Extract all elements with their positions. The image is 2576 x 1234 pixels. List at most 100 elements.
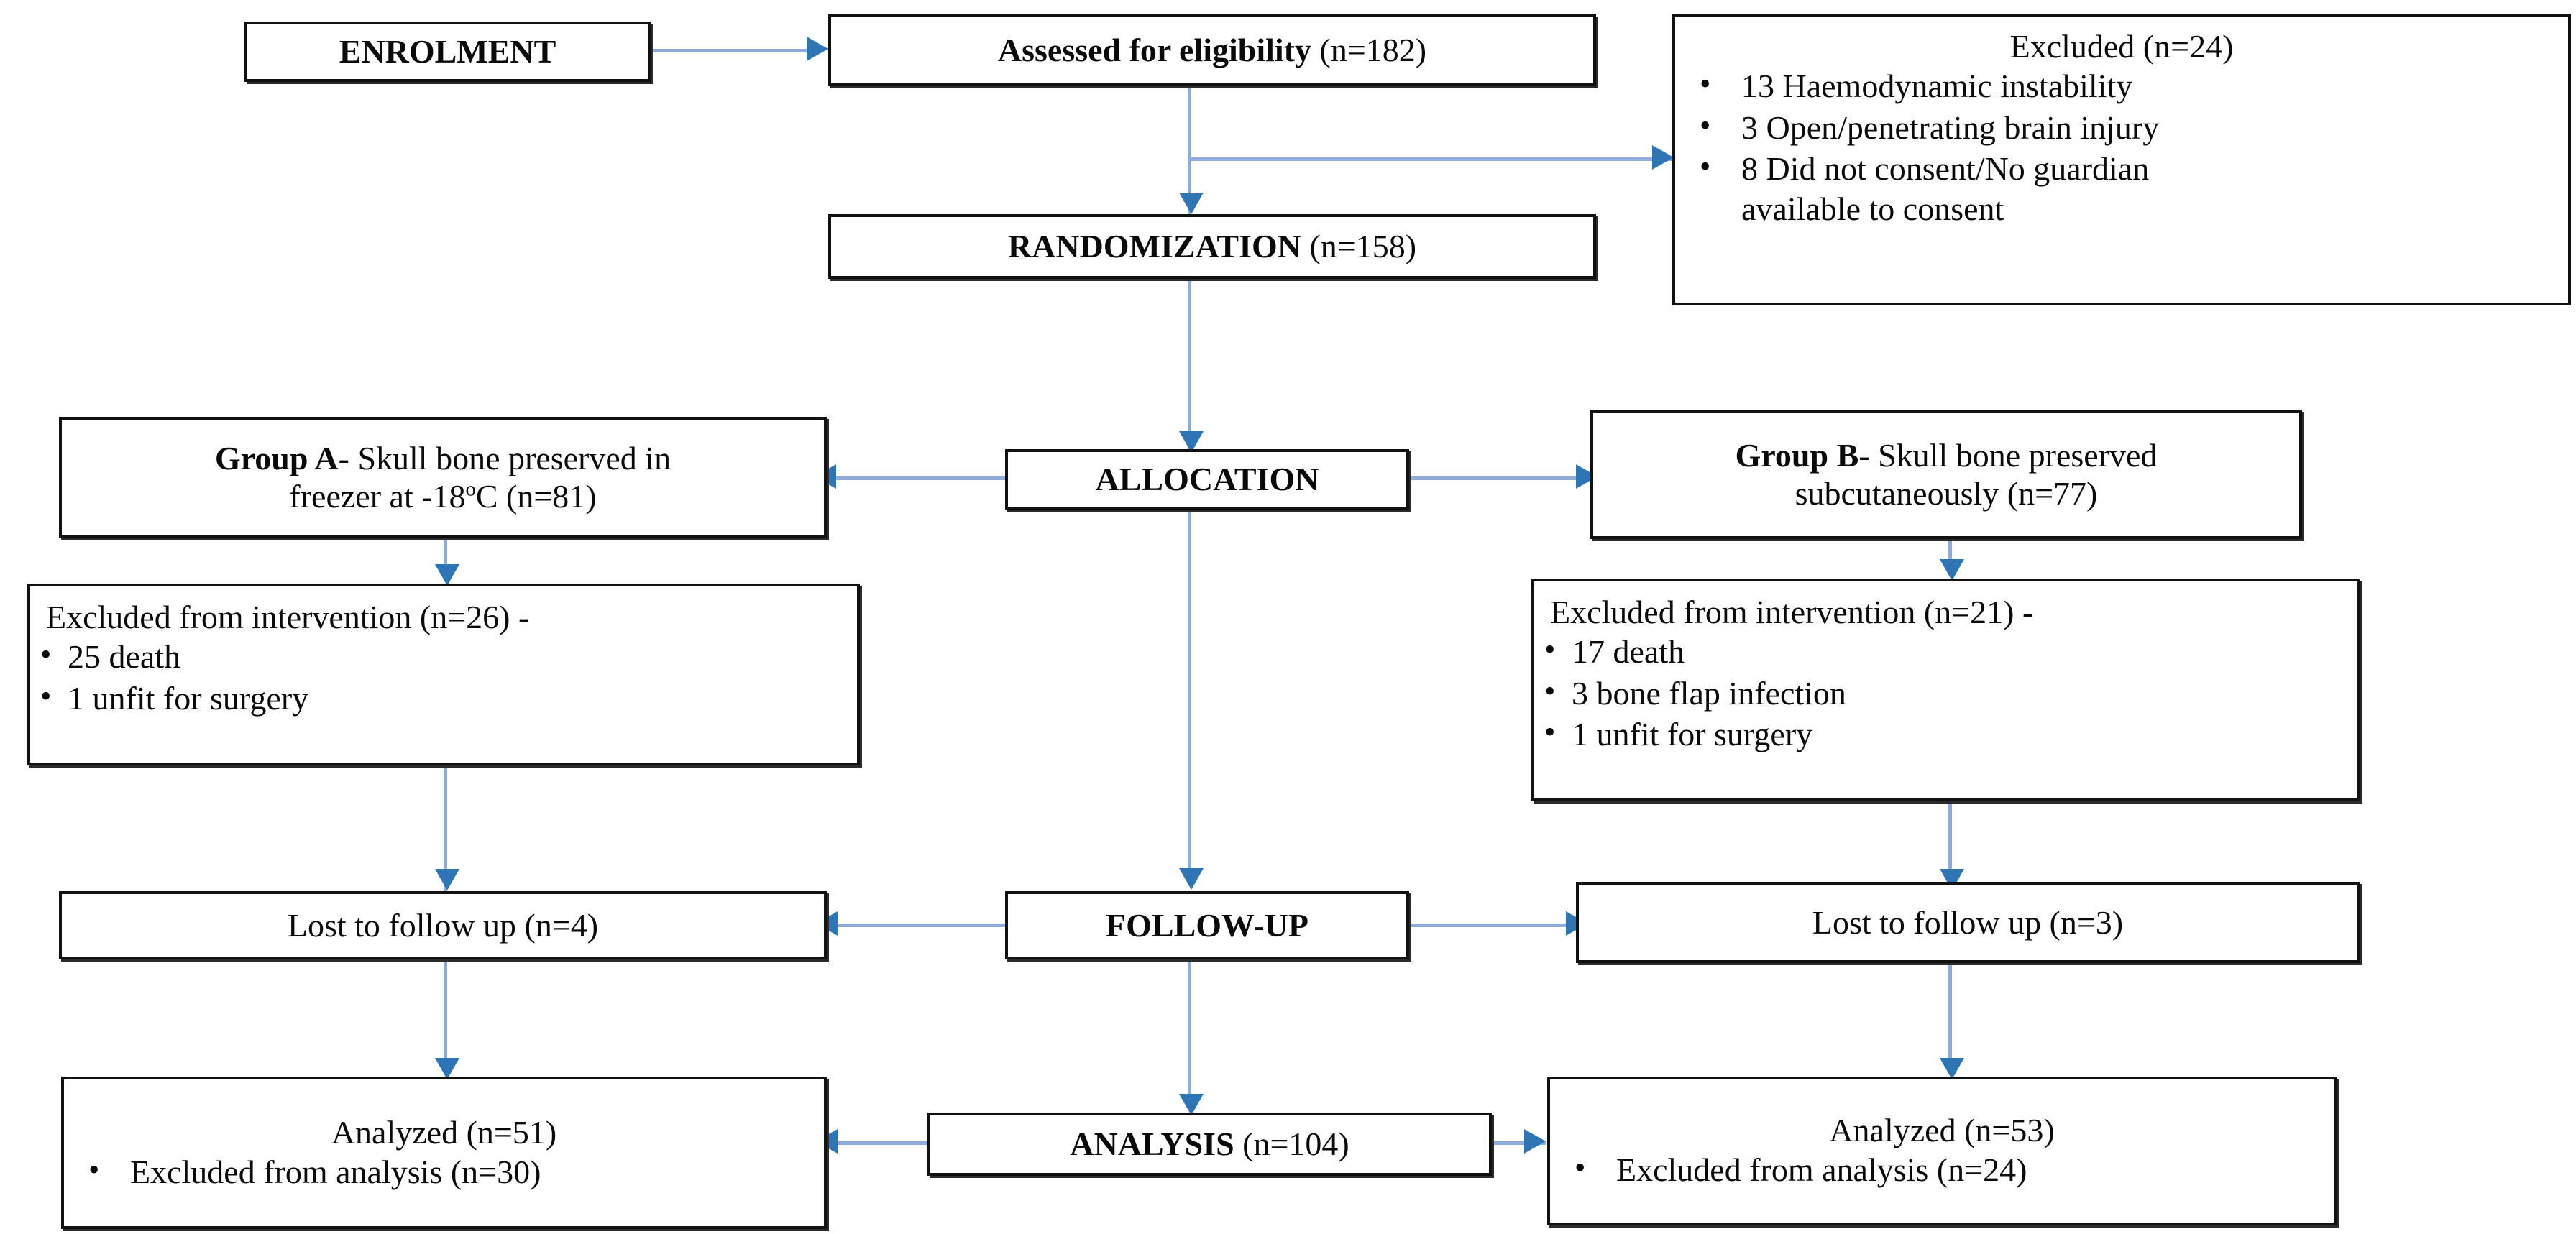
analysis-label: ANALYSIS bbox=[1070, 1125, 1234, 1163]
excluded-reason-2-continuation: available to consent bbox=[1741, 190, 2004, 227]
connector-assessed-to-excluded bbox=[1188, 157, 1684, 161]
analyzed-a-item-0: Excluded from analysis (n=30) bbox=[130, 1153, 541, 1190]
connector-excluded-b-to-lost-b bbox=[1948, 801, 1952, 891]
assessed-count: (n=182) bbox=[1311, 32, 1427, 69]
list-item: 3 Open/penetrating brain injury bbox=[1675, 106, 2568, 149]
group-a-line1: Group A- Skull bone preserved in bbox=[62, 439, 824, 477]
randomization-count: (n=158) bbox=[1301, 228, 1417, 265]
connector-allocation-to-group-b bbox=[1408, 476, 1589, 480]
arrowhead-lost-a-to-analyzed-a bbox=[435, 1058, 459, 1079]
arrowhead-assessed-to-excluded bbox=[1652, 145, 1674, 170]
excluded-reason-2: 8 Did not consent/No guardian bbox=[1741, 150, 2150, 188]
excluded-reason-list: 13 Haemodynamic instability 3 Open/penet… bbox=[1675, 64, 2568, 190]
arrowhead-excluded-a-to-lost-a bbox=[435, 869, 459, 890]
connector-group-a-to-excluded-a bbox=[444, 538, 447, 581]
connector-followup-to-lost-b bbox=[1408, 924, 1577, 927]
excluded-reason-1: 3 Open/penetrating brain injury bbox=[1741, 109, 2160, 146]
node-excluded[interactable]: Excluded (n=24) 13 Haemodynamic instabil… bbox=[1672, 14, 2571, 305]
connector-group-b-to-excluded-b bbox=[1948, 539, 1952, 575]
randomization-label: RANDOMIZATION bbox=[1007, 228, 1301, 265]
node-lost-followup-a[interactable]: Lost to follow up (n=4) bbox=[59, 891, 827, 959]
arrowhead-lost-b-to-analyzed-b bbox=[1940, 1058, 1964, 1079]
group-b-desc: - Skull bone preserved bbox=[1858, 436, 2158, 474]
analyzed-a-list: Excluded from analysis (n=30) bbox=[64, 1150, 824, 1193]
excluded-intervention-a-heading: Excluded from intervention (n=26) - bbox=[46, 599, 530, 635]
arrowhead-group-a-to-excluded-a bbox=[435, 564, 459, 586]
lost-followup-b-text: Lost to follow up (n=3) bbox=[1812, 903, 2124, 941]
arrowhead-analysis-to-analyzed-b bbox=[1524, 1129, 1546, 1154]
connector-allocation-to-group-a bbox=[825, 476, 1005, 480]
connector-lost-a-to-analyzed-a bbox=[444, 959, 447, 1071]
arrowhead-allocation-to-followup bbox=[1179, 868, 1204, 890]
degree-symbol: o bbox=[465, 478, 476, 501]
group-a-label: Group A bbox=[214, 439, 339, 476]
excluded-intervention-b-item-0: 17 death bbox=[1572, 633, 1685, 671]
node-excluded-intervention-b[interactable]: Excluded from intervention (n=21) - 17 d… bbox=[1531, 579, 2360, 801]
excluded-intervention-a-list: 25 death 1 unfit for surgery bbox=[30, 635, 857, 719]
analyzed-b-item-0: Excluded from analysis (n=24) bbox=[1616, 1151, 2027, 1189]
allocation-label: ALLOCATION bbox=[1095, 461, 1319, 498]
group-b-line1: Group B- Skull bone preserved bbox=[1593, 436, 2299, 474]
connector-followup-to-lost-a bbox=[827, 924, 1005, 927]
list-item: 17 death bbox=[1534, 630, 2357, 673]
node-enrolment[interactable]: ENROLMENT bbox=[244, 22, 651, 82]
analyzed-b-list: Excluded from analysis (n=24) bbox=[1550, 1148, 2334, 1191]
arrowhead-group-b-to-excluded-b bbox=[1940, 559, 1964, 581]
node-assessed-for-eligibility[interactable]: Assessed for eligibility (n=182) bbox=[828, 14, 1596, 86]
followup-label: FOLLOW-UP bbox=[1106, 906, 1308, 944]
arrowhead-assessed-to-randomization bbox=[1179, 193, 1204, 214]
list-item: Excluded from analysis (n=30) bbox=[64, 1150, 824, 1193]
excluded-intervention-a-item-0: 25 death bbox=[68, 638, 181, 676]
list-item: 25 death bbox=[30, 635, 857, 678]
randomization-text: RANDOMIZATION (n=158) bbox=[831, 227, 1593, 265]
node-followup[interactable]: FOLLOW-UP bbox=[1005, 891, 1409, 959]
connector-enrolment-to-assessed bbox=[651, 49, 823, 52]
node-group-a[interactable]: Group A- Skull bone preserved in freezer… bbox=[59, 417, 827, 538]
assessed-text: Assessed for eligibility (n=182) bbox=[831, 31, 1593, 69]
list-item: 13 Haemodynamic instability bbox=[1675, 64, 2568, 107]
analysis-text: ANALYSIS (n=104) bbox=[930, 1125, 1489, 1163]
node-group-b[interactable]: Group B- Skull bone preserved subcutaneo… bbox=[1590, 410, 2302, 539]
group-b-line2: subcutaneously (n=77) bbox=[1795, 475, 2098, 512]
connector-randomization-to-allocation bbox=[1188, 279, 1191, 473]
connector-analysis-to-analyzed-a bbox=[827, 1141, 933, 1145]
list-item: 8 Did not consent/No guardian bbox=[1675, 147, 2568, 190]
group-a-temp-pre: freezer at -18 bbox=[289, 478, 466, 515]
excluded-intervention-b-heading: Excluded from intervention (n=21) - bbox=[1550, 594, 2034, 630]
group-a-line2: freezer at -18oC (n=81) bbox=[62, 477, 824, 515]
node-randomization[interactable]: RANDOMIZATION (n=158) bbox=[828, 214, 1596, 279]
list-item: 1 unfit for surgery bbox=[30, 676, 857, 719]
node-excluded-intervention-a[interactable]: Excluded from intervention (n=26) - 25 d… bbox=[27, 584, 860, 765]
connector-followup-to-analysis bbox=[1188, 959, 1191, 1096]
excluded-intervention-b-list: 17 death 3 bone flap infection 1 unfit f… bbox=[1534, 630, 2357, 755]
node-analysis[interactable]: ANALYSIS (n=104) bbox=[927, 1113, 1492, 1176]
analysis-count: (n=104) bbox=[1234, 1125, 1349, 1163]
connector-lost-b-to-analyzed-b bbox=[1948, 963, 1952, 1071]
list-item: 3 bone flap infection bbox=[1534, 671, 2357, 714]
lost-followup-a-text: Lost to follow up (n=4) bbox=[287, 906, 599, 944]
connector-assessed-trunk bbox=[1188, 85, 1191, 214]
group-a-desc: - Skull bone preserved in bbox=[338, 439, 671, 476]
excluded-intervention-a-item-1: 1 unfit for surgery bbox=[68, 679, 309, 717]
excluded-intervention-b-item-1: 3 bone flap infection bbox=[1572, 674, 1846, 712]
node-allocation[interactable]: ALLOCATION bbox=[1005, 449, 1409, 510]
arrowhead-followup-to-analysis bbox=[1179, 1094, 1204, 1115]
enrolment-label: ENROLMENT bbox=[339, 33, 556, 70]
group-b-label: Group B bbox=[1735, 436, 1859, 474]
list-item: 1 unfit for surgery bbox=[1534, 712, 2357, 755]
group-a-temp-post: C (n=81) bbox=[475, 478, 597, 515]
excluded-reason-0: 13 Haemodynamic instability bbox=[1741, 68, 2133, 105]
arrowhead-enrolment-to-assessed bbox=[807, 37, 828, 61]
excluded-intervention-b-item-2: 1 unfit for surgery bbox=[1572, 716, 1813, 753]
node-analyzed-a[interactable]: Analyzed (n=51) Excluded from analysis (… bbox=[61, 1077, 827, 1229]
analyzed-a-heading: Analyzed (n=51) bbox=[331, 1113, 557, 1151]
node-lost-followup-b[interactable]: Lost to follow up (n=3) bbox=[1576, 882, 2360, 963]
connector-analysis-to-analyzed-b bbox=[1490, 1141, 1546, 1145]
node-analyzed-b[interactable]: Analyzed (n=53) Excluded from analysis (… bbox=[1547, 1077, 2337, 1225]
connector-allocation-to-followup bbox=[1188, 509, 1191, 868]
assessed-label: Assessed for eligibility bbox=[997, 32, 1312, 69]
analyzed-b-heading: Analyzed (n=53) bbox=[1829, 1112, 2055, 1149]
list-item: Excluded from analysis (n=24) bbox=[1550, 1148, 2334, 1191]
excluded-heading: Excluded (n=24) bbox=[2009, 28, 2234, 65]
